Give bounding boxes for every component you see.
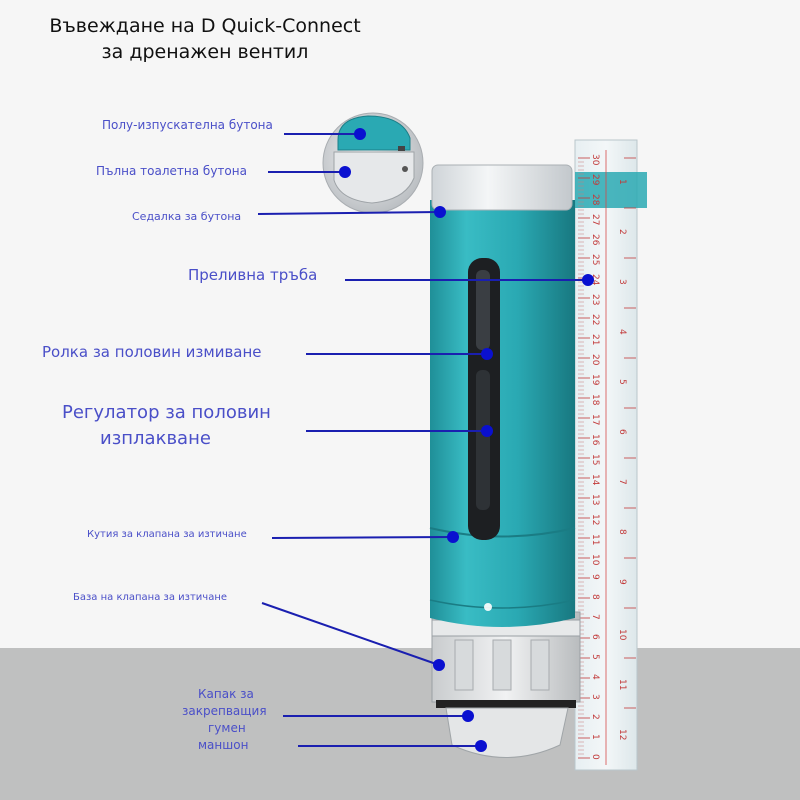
pointer-dot-half-flush-float (481, 348, 493, 360)
measuring-ruler: 3029282726252423222120191817161514131211… (574, 139, 647, 771)
ruler-inch-number: 2 (617, 229, 627, 235)
ruler-number: 24 (590, 274, 600, 286)
label-valve-base: База на клапана за изтичане (73, 592, 228, 603)
ruler-number: 14 (590, 474, 600, 486)
label-seal-cap-line3: гумен (208, 721, 246, 735)
button-inset (322, 112, 424, 214)
label-half-flush-regulator-line1: Регулатор за половин (62, 402, 271, 423)
rubber-seal (436, 700, 576, 708)
ruler-number: 13 (590, 494, 600, 505)
ruler-inch-number: 7 (617, 479, 627, 485)
ruler-number: 9 (590, 574, 600, 580)
pointer-dot-full-flush-button (339, 166, 351, 178)
ruler-inch-number: 3 (617, 279, 627, 285)
ruler-number: 25 (590, 254, 600, 265)
ruler-inch-number: 5 (617, 379, 627, 385)
full-flush-button-shape (333, 151, 415, 204)
ruler-number: 19 (590, 374, 600, 386)
label-overflow-pipe: Преливна тръба (188, 266, 318, 284)
ruler-number: 26 (590, 234, 600, 246)
floor-surface (0, 648, 800, 800)
ruler-number: 4 (590, 674, 600, 680)
label-half-flush-button: Полу-изпускателна бутона (102, 118, 273, 132)
ruler-number: 1 (590, 734, 600, 740)
pointer-line-valve-housing (271, 536, 454, 539)
ruler-number: 6 (590, 634, 600, 640)
ruler-number: 17 (590, 414, 600, 425)
wall-background (0, 0, 800, 650)
pointer-line-button-seat (257, 211, 441, 215)
ruler-number: 11 (590, 534, 600, 545)
pointer-dot-button-seat (434, 206, 446, 218)
ruler-inch-number: 4 (617, 329, 627, 335)
valve-top-cap (431, 164, 573, 211)
ruler-number: 28 (590, 194, 600, 206)
ruler-number: 3 (590, 694, 600, 700)
page-title-line2: за дренажен вентил (101, 41, 309, 63)
label-half-flush-float: Ролка за половин измиване (42, 343, 262, 361)
ruler-inch-number: 11 (617, 679, 627, 690)
ruler-number: 23 (590, 294, 600, 305)
ruler-number: 27 (590, 214, 600, 225)
pointer-dot-half-flush-regulator (481, 425, 493, 437)
pointer-dot-seal-cap (462, 710, 474, 722)
ruler-number: 21 (590, 334, 600, 345)
label-seal-cap-line4: маншон (198, 738, 249, 752)
ruler-number: 22 (590, 314, 600, 325)
ruler-inch-number: 6 (617, 429, 627, 435)
ruler-number: 8 (590, 594, 600, 600)
pointer-dot-half-flush-button (354, 128, 366, 140)
pointer-line-valve-base (261, 602, 440, 666)
ruler-inch-number: 9 (617, 579, 627, 585)
ruler-number: 7 (590, 614, 600, 620)
label-seal-cap-line1: Капак за (198, 687, 254, 701)
ruler-number: 5 (590, 654, 600, 660)
ruler-number: 16 (590, 434, 600, 446)
ruler-number: 20 (590, 354, 600, 366)
drain-valve (429, 164, 581, 758)
pointer-dot-valve-base (433, 659, 445, 671)
label-button-seat: Седалка за бутона (132, 210, 242, 223)
ruler-number: 2 (590, 714, 600, 720)
half-flush-button-shape (337, 115, 411, 151)
pointer-lines (257, 128, 594, 752)
ruler-number: 30 (590, 154, 600, 166)
ruler-number: 0 (590, 754, 600, 760)
label-full-flush-button: Пълна тоалетна бутона (96, 164, 247, 178)
ruler-inch-number: 1 (617, 179, 627, 185)
label-valve-housing: Кутия за клапана за изтичане (87, 529, 247, 540)
ruler-number: 29 (590, 174, 600, 186)
ruler-inch-number: 10 (617, 629, 627, 641)
ruler-number: 12 (590, 514, 600, 525)
pointer-dot-overflow-pipe (582, 274, 594, 286)
ruler-number: 10 (590, 554, 600, 566)
pointer-dot-valve-housing (447, 531, 459, 543)
page-title-line1: Въвеждане на D Quick-Connect (49, 15, 361, 37)
pointer-dot-rubber-sleeve (475, 740, 487, 752)
label-seal-cap-line2: закрепващия (182, 704, 267, 718)
valve-housing-body (430, 200, 575, 627)
ruler-inch-number: 8 (617, 529, 627, 535)
label-half-flush-regulator-line2: изплакване (100, 428, 211, 449)
ruler-number: 15 (590, 454, 600, 465)
ruler-inch-number: 12 (617, 729, 627, 740)
ruler-number: 18 (590, 394, 600, 406)
